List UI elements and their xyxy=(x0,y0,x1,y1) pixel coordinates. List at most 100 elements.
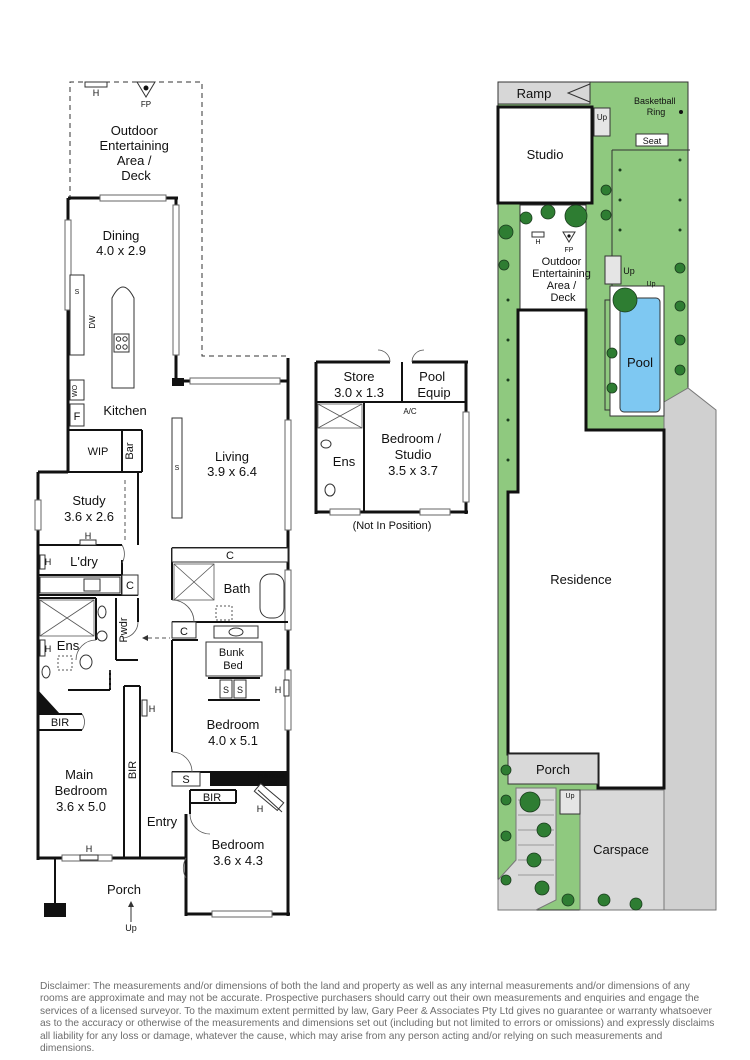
bath-linen xyxy=(215,605,233,621)
studio-basin-icon xyxy=(324,483,336,497)
bir-side-name: BIR xyxy=(127,761,139,779)
site-fireplace-label: FP xyxy=(565,247,574,254)
trees xyxy=(498,184,686,911)
porch-up-arrowhead-icon xyxy=(128,901,134,907)
porch-up-label: Up xyxy=(125,923,137,933)
laundry-name: L'dry xyxy=(70,554,98,569)
ens-robe-corner xyxy=(38,690,60,714)
basketball-label: Basketball Ring xyxy=(634,96,678,117)
bath-shower-icon xyxy=(173,563,215,601)
outdoor-area-label: Outdoor Entertaining Area / Deck xyxy=(99,123,172,183)
bedroom-cupboard-label: C xyxy=(180,626,188,638)
bath-tub-icon xyxy=(259,573,285,619)
site-porch xyxy=(507,753,599,785)
ens-toilet-icon xyxy=(41,665,51,679)
windows xyxy=(34,194,292,918)
dishwasher-label: DW xyxy=(88,315,97,329)
living-name: Living xyxy=(215,449,249,464)
site-heater-label: H xyxy=(535,239,540,246)
studio-toilet-icon xyxy=(320,439,332,449)
site-up-label: Up xyxy=(597,113,608,122)
ac-label: A/C xyxy=(403,407,417,416)
kitchen-name: Kitchen xyxy=(103,403,146,418)
porch-name: Porch xyxy=(107,882,141,897)
bir-front-name: BIR xyxy=(203,792,221,804)
front-bedroom-heater-label: H xyxy=(257,804,264,814)
cabinetry xyxy=(69,274,289,787)
deck-up-label: Up xyxy=(623,266,635,276)
site-studio-label: Studio xyxy=(527,147,564,162)
ensuite-heater-label: H xyxy=(45,644,52,654)
store-name: Store xyxy=(343,369,374,384)
separate-building: Store 3.0 x 1.3 Pool Equip A/C Bedroom /… xyxy=(314,349,470,532)
bath-cupboard xyxy=(171,547,289,563)
cooktop-burners-icon xyxy=(115,336,128,350)
laundry-heater-label: H xyxy=(45,557,52,567)
site-studio xyxy=(496,105,594,205)
bir-upper-name: BIR xyxy=(51,717,69,729)
laundry-cupboard-label: C xyxy=(126,580,134,592)
bunk-shelf-2 xyxy=(233,679,247,699)
main-bedroom-dims: 3.6 x 5.0 xyxy=(56,799,106,814)
entry-name: Entry xyxy=(147,814,178,829)
ensuite-name: Ens xyxy=(57,638,80,653)
site-porch-label: Porch xyxy=(536,762,570,777)
doors xyxy=(75,544,211,879)
living-dims: 3.9 x 6.4 xyxy=(207,464,257,479)
living-sideboard-label: S xyxy=(175,465,180,472)
pool-label: Pool xyxy=(627,355,653,370)
bunk-shelf-2-label: S xyxy=(237,685,243,695)
main-bedroom-name: Main Bedroom xyxy=(55,767,108,798)
deck-steps xyxy=(604,255,622,285)
laundry-tub-icon xyxy=(83,578,101,592)
ramp-label: Ramp xyxy=(517,86,552,101)
study-name: Study xyxy=(72,493,106,508)
site-side-path xyxy=(663,387,717,911)
deck-heater-icon xyxy=(84,81,108,88)
site-plan: Ramp Studio Up Basketball Ring Seat H FP… xyxy=(496,81,717,911)
ens-linen xyxy=(57,655,73,671)
studio-ens-name: Ens xyxy=(333,454,356,469)
carspace-up-label: Up xyxy=(566,793,575,800)
wall-oven-label: WO xyxy=(72,384,79,397)
seat-label: Seat xyxy=(643,136,662,146)
pull-down-bed xyxy=(210,772,288,786)
pool-water xyxy=(619,297,661,413)
fridge xyxy=(69,403,85,427)
disclaimer-text: Disclaimer: The measurements and/or dime… xyxy=(40,981,715,1055)
residence-label: Residence xyxy=(550,572,611,587)
studio-steps xyxy=(593,107,611,137)
pool-up-label: Up xyxy=(647,281,656,288)
bedroom-cupboard xyxy=(171,621,197,639)
bedroom-mid-dims: 4.0 x 5.1 xyxy=(208,733,258,748)
bedroom-front-dims: 3.6 x 4.3 xyxy=(213,853,263,868)
living-sideboard xyxy=(171,417,183,519)
ens-basin-icon xyxy=(79,654,93,670)
bedroom-heater-label: H xyxy=(275,685,282,695)
deck-outline xyxy=(69,81,288,357)
bedroom-front-name: Bedroom xyxy=(212,837,265,852)
pwdr-basin-icon xyxy=(96,630,108,642)
studio-bedroom-name: Bedroom / Studio xyxy=(381,431,445,462)
kitchen-bench xyxy=(69,274,85,356)
carspace-steps xyxy=(559,789,581,815)
laundry-bench xyxy=(39,576,121,594)
ramp-arrow-icon xyxy=(566,83,591,103)
wip-name: WIP xyxy=(88,446,109,458)
study-dims: 3.6 x 2.6 xyxy=(64,509,114,524)
pwdr-toilet-icon xyxy=(97,605,107,619)
store-dims: 3.0 x 1.3 xyxy=(334,385,384,400)
bath-name: Bath xyxy=(224,581,251,596)
carspace-label: Carspace xyxy=(593,842,649,857)
wall-corner-post xyxy=(172,378,184,386)
cooktop-icon xyxy=(113,333,130,353)
bedroom-shelf xyxy=(171,771,201,787)
bath-basin-icon xyxy=(228,627,244,637)
residence-footprint xyxy=(506,308,666,790)
hall-arrowhead-icon xyxy=(142,635,148,641)
powder-name: Pwdr xyxy=(118,617,130,642)
wall-oven xyxy=(69,379,85,401)
front-path xyxy=(497,787,557,911)
bunk-shelf-1 xyxy=(219,679,233,699)
